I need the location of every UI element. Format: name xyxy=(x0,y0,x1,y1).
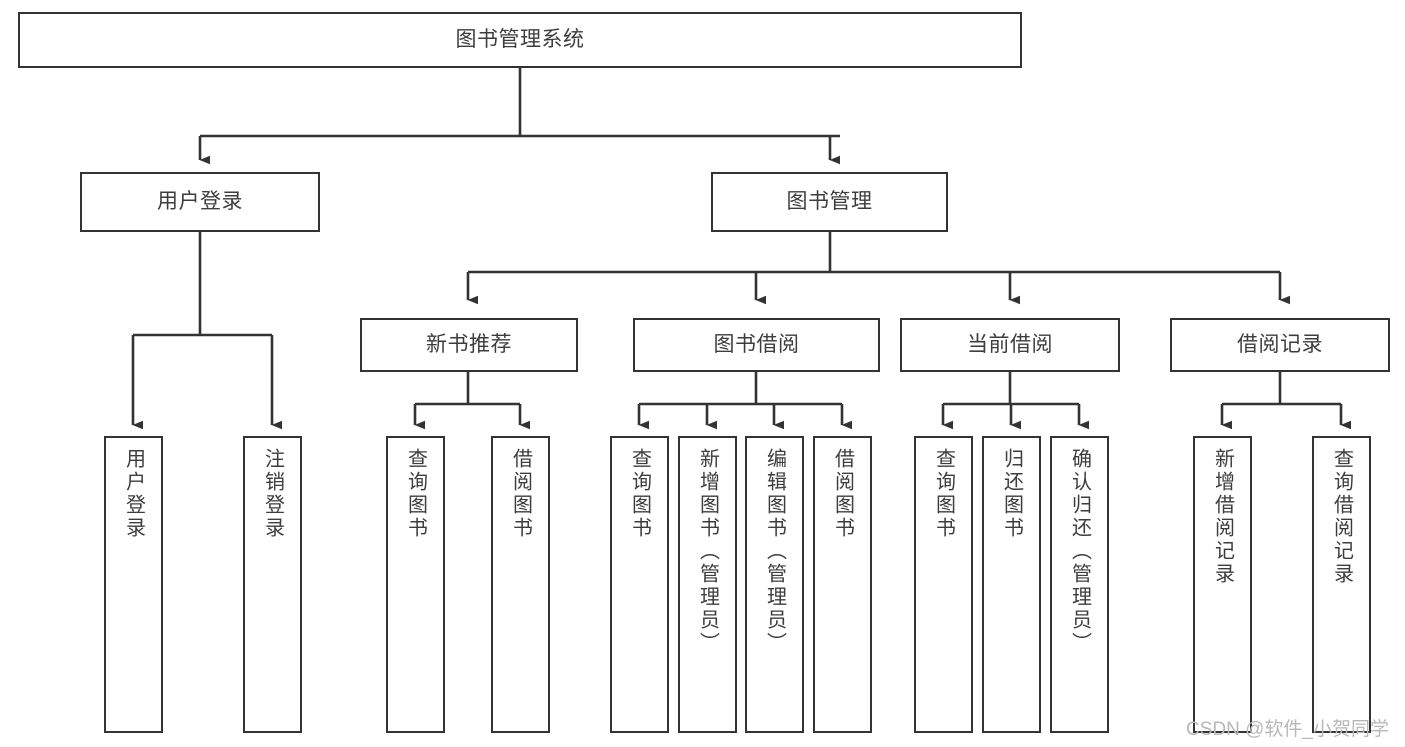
node-user-login-label: 用户登录 xyxy=(157,189,243,213)
leaf-edit-book[interactable]: 编辑图书（管理员） xyxy=(745,436,804,733)
leaf-user-login[interactable]: 用户登录 xyxy=(104,436,163,733)
node-root-label: 图书管理系统 xyxy=(455,27,585,51)
leaf-return-book[interactable]: 归还图书 xyxy=(982,436,1041,733)
node-book-manage-label: 图书管理 xyxy=(786,189,873,213)
leaf-query-book-1[interactable]: 查询图书 xyxy=(386,436,445,733)
leaf-add-book[interactable]: 新增图书（管理员） xyxy=(678,436,737,733)
node-root[interactable]: 图书管理系统 xyxy=(18,12,1022,68)
node-book-borrow[interactable]: 图书借阅 xyxy=(633,318,880,372)
leaf-borrow-book-1-label: 借阅图书 xyxy=(509,448,532,540)
leaf-add-record[interactable]: 新增借阅记录 xyxy=(1193,436,1252,733)
leaf-borrow-book-2-label: 借阅图书 xyxy=(831,448,854,540)
leaf-edit-book-label: 编辑图书（管理员） xyxy=(763,448,786,655)
leaf-confirm-return-label: 确认归还（管理员） xyxy=(1068,448,1091,655)
leaf-confirm-return[interactable]: 确认归还（管理员） xyxy=(1050,436,1109,733)
leaf-query-book-2[interactable]: 查询图书 xyxy=(610,436,669,733)
leaf-query-book-1-label: 查询图书 xyxy=(404,448,427,540)
leaf-query-record[interactable]: 查询借阅记录 xyxy=(1312,436,1371,733)
leaf-user-login-label: 用户登录 xyxy=(122,448,145,540)
leaf-add-book-label: 新增图书（管理员） xyxy=(696,448,719,655)
watermark-text: CSDN @软件_小贺同学 xyxy=(1186,719,1389,740)
leaf-logout-login[interactable]: 注销登录 xyxy=(243,436,302,733)
leaf-borrow-book-2[interactable]: 借阅图书 xyxy=(813,436,872,733)
node-borrow-record[interactable]: 借阅记录 xyxy=(1170,318,1390,372)
node-borrow-record-label: 借阅记录 xyxy=(1237,332,1323,356)
leaf-query-record-label: 查询借阅记录 xyxy=(1330,448,1353,586)
leaf-query-book-3[interactable]: 查询图书 xyxy=(914,436,973,733)
leaf-logout-login-label: 注销登录 xyxy=(261,448,284,540)
leaf-return-book-label: 归还图书 xyxy=(1000,448,1023,540)
leaf-add-record-label: 新增借阅记录 xyxy=(1211,448,1234,586)
node-current-borrow-label: 当前借阅 xyxy=(967,332,1053,356)
leaf-query-book-3-label: 查询图书 xyxy=(932,448,955,540)
node-book-manage[interactable]: 图书管理 xyxy=(711,172,948,232)
node-current-borrow[interactable]: 当前借阅 xyxy=(900,318,1120,372)
node-new-book-recommend[interactable]: 新书推荐 xyxy=(360,318,578,372)
node-book-borrow-label: 图书借阅 xyxy=(713,332,800,356)
node-user-login[interactable]: 用户登录 xyxy=(80,172,320,232)
node-new-book-recommend-label: 新书推荐 xyxy=(426,332,512,356)
leaf-query-book-2-label: 查询图书 xyxy=(628,448,651,540)
leaf-borrow-book-1[interactable]: 借阅图书 xyxy=(491,436,550,733)
